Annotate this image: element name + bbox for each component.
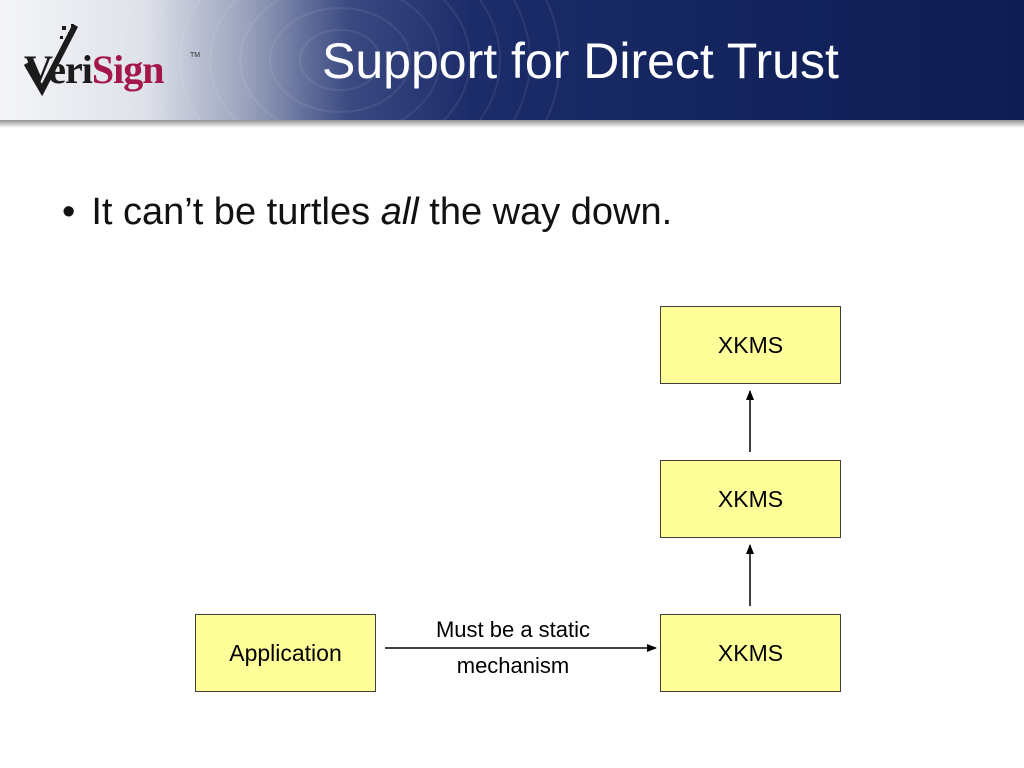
xkms-middle-node: XKMS	[660, 460, 841, 538]
edge-label-line-2: mechanism	[456, 653, 570, 678]
fingerprint-watermark	[119, 0, 561, 120]
xkms-top-node: XKMS	[660, 306, 841, 384]
application-node: Application	[195, 614, 376, 692]
logo-wordmark-sign: Sign	[91, 47, 165, 92]
static-mechanism-label: Must be a static mechanism	[400, 612, 626, 684]
verisign-logo: VeriSign TM	[24, 22, 200, 102]
edge-label-line-1: Must be a static	[435, 617, 591, 642]
bullet-text-before: It can’t be turtles	[91, 191, 381, 233]
header-shadow	[0, 120, 1024, 128]
checkmark-logo-icon	[24, 23, 79, 97]
logo-wordmark: VeriSign	[24, 47, 165, 92]
slide-header: VeriSign TM Support for Direct Trust	[0, 0, 1024, 120]
logo-trademark: TM	[190, 52, 201, 59]
bullet-marker: •	[62, 191, 76, 233]
bullet-text-after: the way down.	[418, 191, 673, 233]
slide-title: Support for Direct Trust	[322, 33, 839, 89]
bullet-point: • It can’t be turtles all the way down.	[62, 190, 672, 236]
bullet-text-emphasis: all	[380, 191, 419, 233]
logo-wordmark-veri: Veri	[24, 47, 93, 92]
xkms-bottom-node: XKMS	[660, 614, 841, 692]
